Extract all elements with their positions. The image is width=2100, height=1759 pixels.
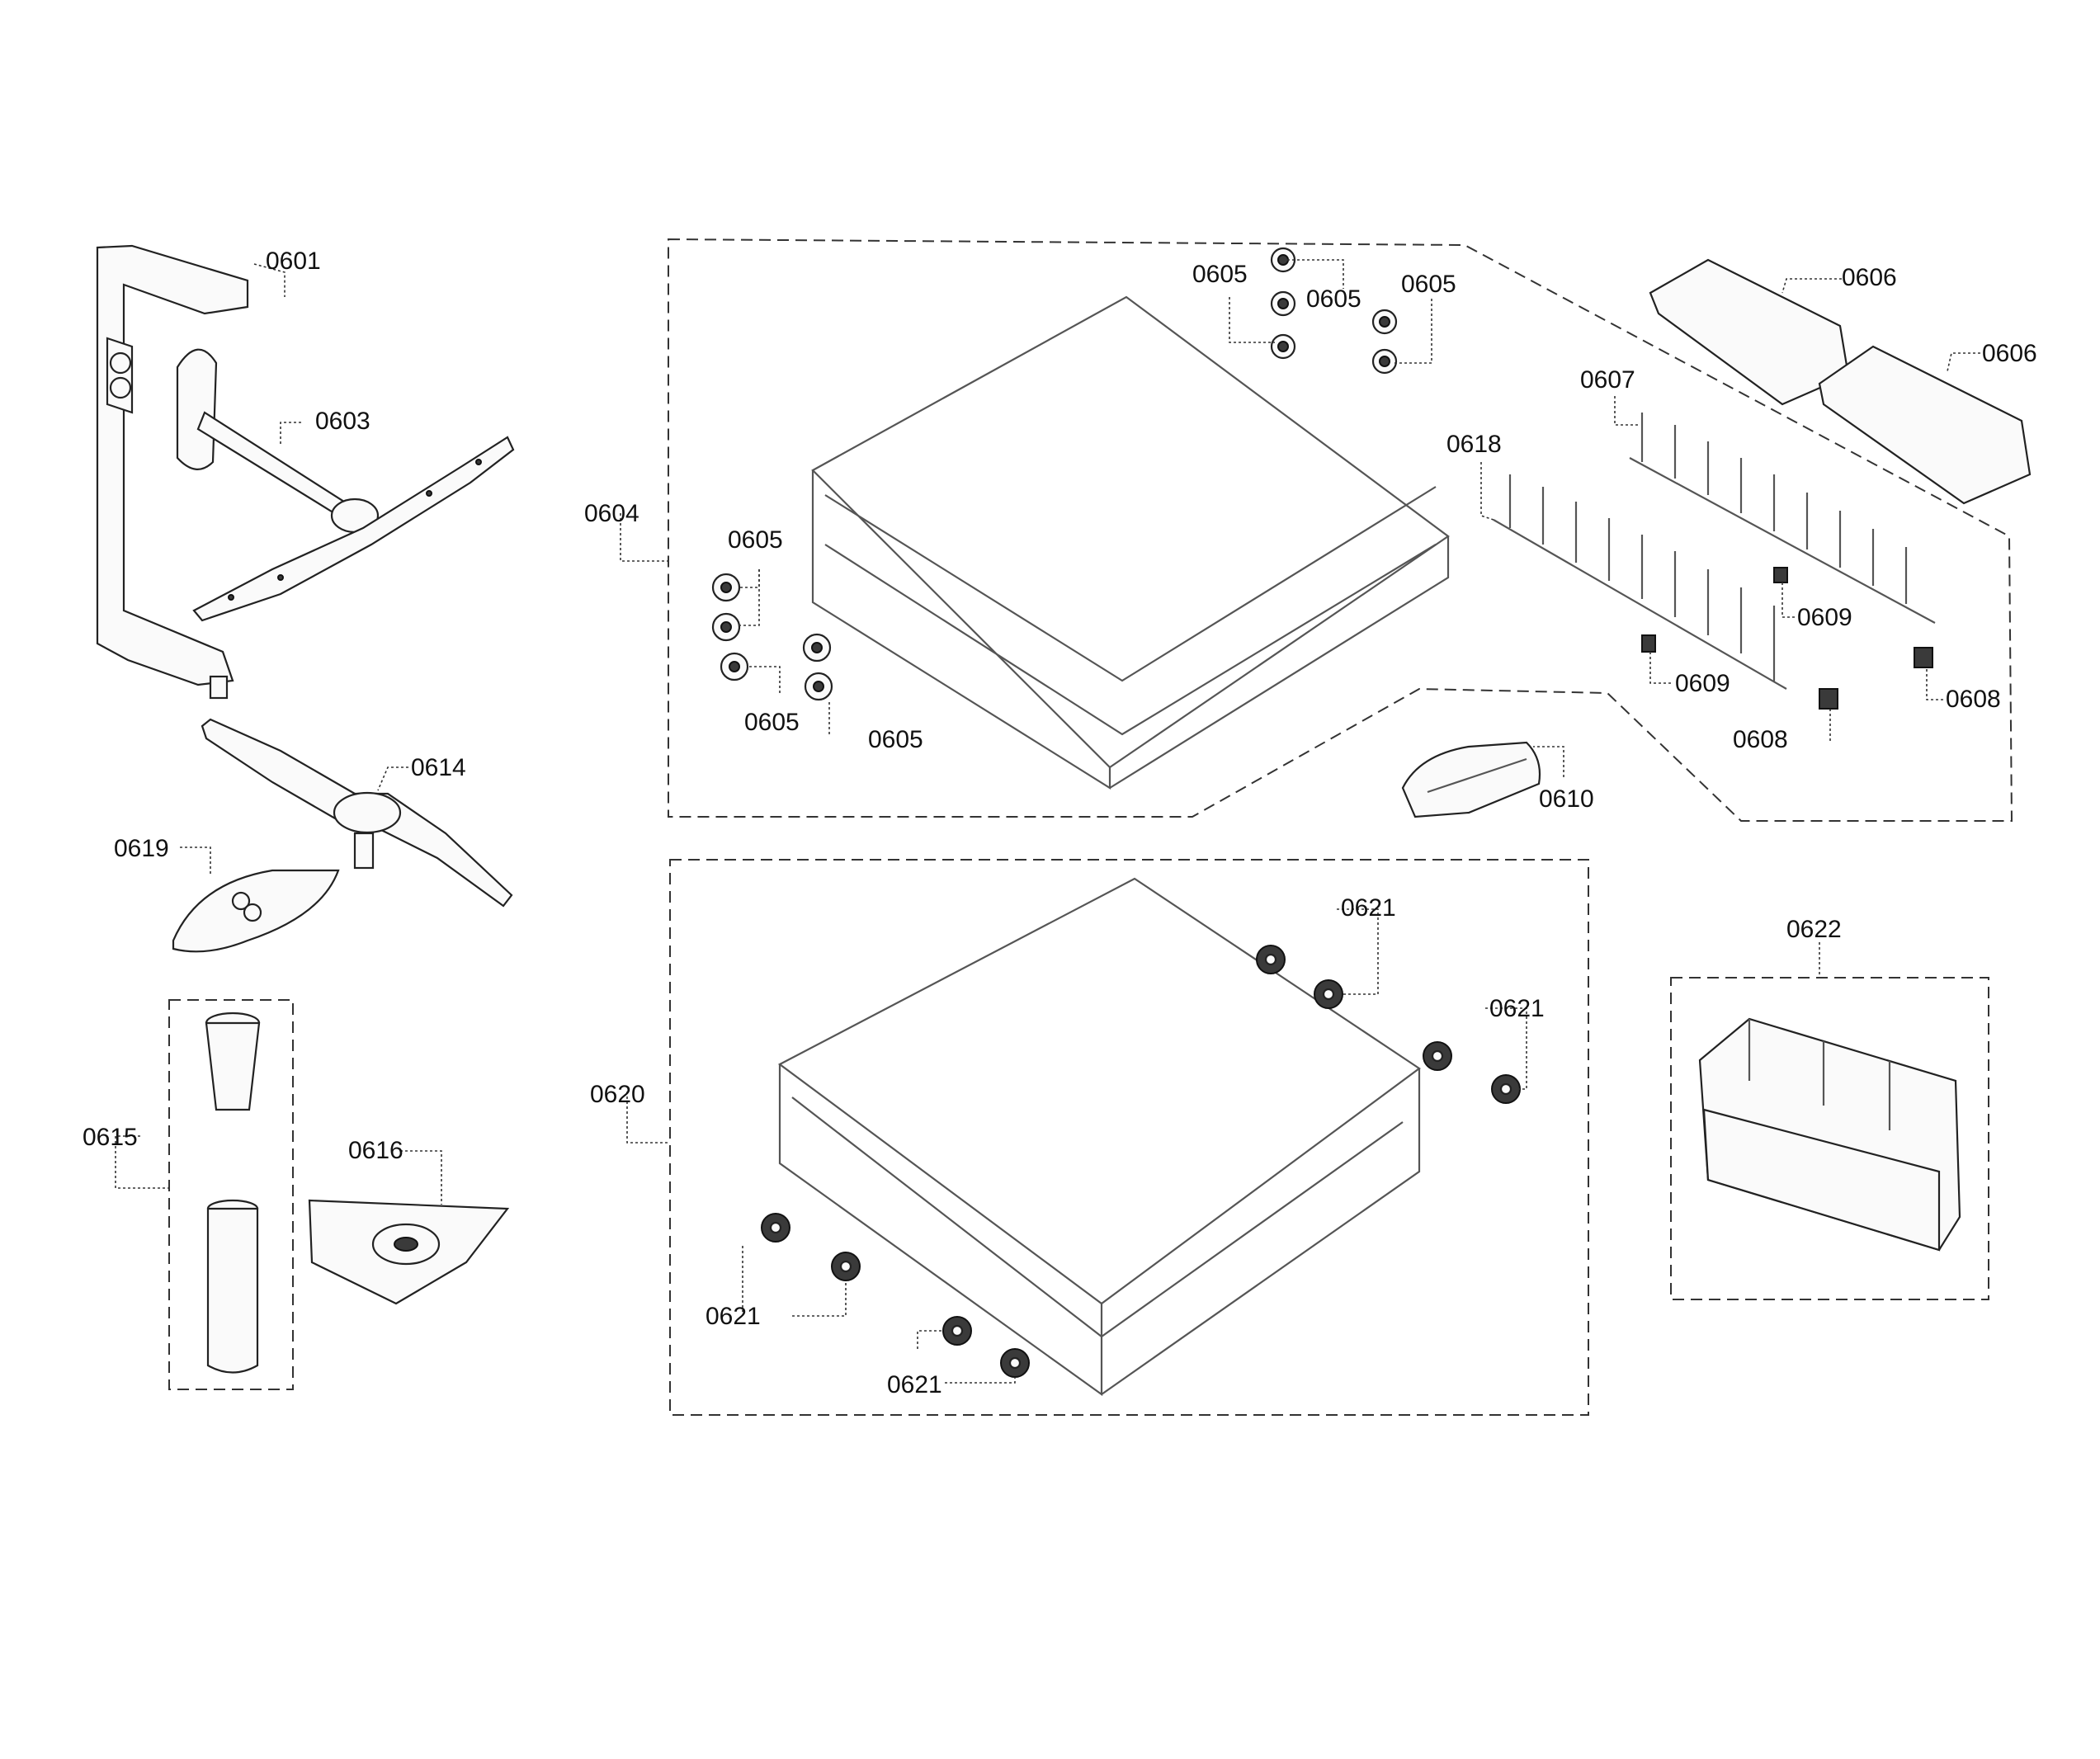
label-0618: 0618 xyxy=(1446,431,1502,458)
lower-spray-arm-part xyxy=(201,718,513,908)
upper-rack-part xyxy=(811,295,1450,790)
label-0614: 0614 xyxy=(411,754,466,781)
micro-filter-plate-part xyxy=(308,1199,510,1305)
leader-lines xyxy=(115,259,1980,1384)
upper-rack-group-box xyxy=(668,238,2013,822)
clip-0609-a-part xyxy=(1773,567,1788,583)
fine-filter-part xyxy=(172,869,340,953)
label-0605-top-right: 0605 xyxy=(1401,271,1456,298)
label-0607: 0607 xyxy=(1580,366,1635,394)
label-0621-left: 0621 xyxy=(706,1303,761,1330)
label-0608-right: 0608 xyxy=(1946,686,2001,713)
label-0604: 0604 xyxy=(584,500,639,527)
label-0610: 0610 xyxy=(1539,785,1594,813)
clip-0608-a-part xyxy=(1819,688,1838,710)
label-0621-right: 0621 xyxy=(1489,995,1545,1022)
rack-handle-part xyxy=(1401,741,1541,818)
label-0603: 0603 xyxy=(315,408,370,435)
tine-row-lower-part xyxy=(1493,474,1787,690)
label-0605-top-left: 0605 xyxy=(1192,261,1248,288)
clip-0609-b-part xyxy=(1641,634,1656,653)
tine-row-upper-part xyxy=(1629,413,1936,624)
label-0609-left: 0609 xyxy=(1675,670,1730,697)
label-0622: 0622 xyxy=(1786,916,1842,943)
label-0601: 0601 xyxy=(266,248,321,275)
label-0608-left: 0608 xyxy=(1733,726,1788,753)
basket-group-box xyxy=(1670,977,1989,1300)
supply-tube-part xyxy=(96,244,249,700)
label-0621-top: 0621 xyxy=(1341,894,1396,922)
label-0606-bottom: 0606 xyxy=(1982,340,2037,367)
lower-rack-group-box xyxy=(669,859,1589,1416)
label-0605-left-right: 0605 xyxy=(868,726,923,753)
part-labels: 0601 0603 0604 0605 0605 0605 0605 0605 … xyxy=(83,248,2037,1398)
label-0615: 0615 xyxy=(83,1124,138,1151)
upper-spray-arm-part xyxy=(176,348,515,622)
flip-tine-top-part xyxy=(1649,258,1850,406)
flip-tine-bottom-part xyxy=(1818,345,2032,505)
label-0605-top-mid: 0605 xyxy=(1306,285,1361,313)
label-0606-top: 0606 xyxy=(1842,264,1897,291)
cutlery-basket-part xyxy=(1698,1017,1961,1252)
lower-rack-part xyxy=(777,877,1421,1397)
wheel-0605-parts xyxy=(711,247,1398,701)
clip-0608-b-part xyxy=(1914,647,1933,668)
label-0620: 0620 xyxy=(590,1081,645,1108)
label-0605-left-lower: 0605 xyxy=(744,709,800,736)
label-0616: 0616 xyxy=(348,1137,403,1164)
label-0619: 0619 xyxy=(114,835,169,862)
label-0605-left-upper: 0605 xyxy=(728,526,783,554)
filter-group-box xyxy=(168,999,294,1390)
label-0621-bottom: 0621 xyxy=(887,1371,942,1398)
label-0609-right: 0609 xyxy=(1797,604,1852,631)
wheel-0621-parts xyxy=(761,945,1521,1378)
filter-cylinder-part xyxy=(205,1012,261,1374)
